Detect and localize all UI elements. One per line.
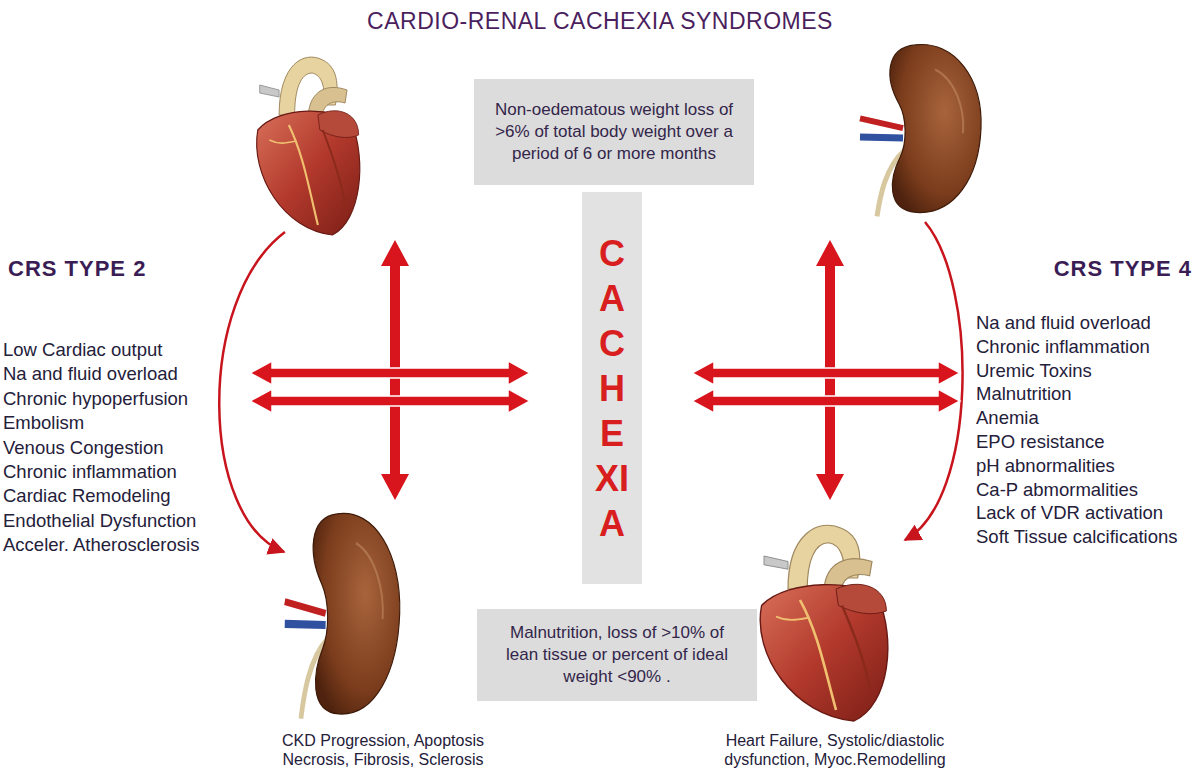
list-item: Acceler. Atherosclerosis <box>3 534 199 556</box>
list-item: Chronic inflammation <box>3 461 177 483</box>
list-item: Cardiac Remodeling <box>3 485 171 507</box>
list-item: Na and fluid overload <box>3 363 178 385</box>
kidney-illustration <box>285 513 400 718</box>
organ-caption: Heart Failure, Systolic/diastolic dysfun… <box>700 731 970 769</box>
horizontal-double-arrow <box>692 389 960 413</box>
list-item: Chronic hypoperfusion <box>3 388 188 410</box>
curved-arrow <box>905 222 963 540</box>
list-item: EPO resistance <box>976 431 1105 453</box>
list-item: Embolism <box>3 412 84 434</box>
list-item: Soft Tissue calcifications <box>976 526 1178 548</box>
horizontal-double-arrow <box>692 361 960 385</box>
node-text: Non-oedematous weight loss of >6% of tot… <box>492 99 736 165</box>
node-text: Malnutrition, loss of >10% of lean tissu… <box>495 622 739 688</box>
list-item: Low Cardiac output <box>3 339 162 361</box>
vertical-title-box: CACHEXIA <box>582 192 642 584</box>
type-heading: CRS TYPE 4 <box>1054 256 1192 282</box>
heart-illustration <box>257 57 360 235</box>
list-item: Malnutrition <box>976 383 1072 405</box>
horizontal-double-arrow <box>250 389 530 413</box>
heart-illustration <box>760 525 888 721</box>
organ-caption: CKD Progression, Apoptosis Necrosis, Fib… <box>258 731 508 769</box>
list-item: Lack of VDR activation <box>976 502 1163 524</box>
node-text: CACHEXIA <box>594 231 630 546</box>
definition-box: Non-oedematous weight loss of >6% of tot… <box>474 79 754 185</box>
list-item: Venous Congestion <box>3 437 163 459</box>
definition-box: Malnutrition, loss of >10% of lean tissu… <box>477 609 757 701</box>
list-item: Na and fluid overload <box>976 312 1151 334</box>
type-heading: CRS TYPE 2 <box>8 256 146 282</box>
diagram-title: CARDIO-RENAL CACHEXIA SYNDROMES <box>0 8 1200 35</box>
list-item: pH abnormalities <box>976 455 1115 477</box>
curved-arrow <box>219 232 285 552</box>
kidney-illustration <box>860 44 981 216</box>
list-item: Uremic Toxins <box>976 360 1092 382</box>
horizontal-double-arrow <box>250 361 530 385</box>
list-item: Chronic inflammation <box>976 336 1150 358</box>
list-item: Endothelial Dysfunction <box>3 510 196 532</box>
list-item: Anemia <box>976 407 1039 429</box>
list-item: Ca-P abmormalities <box>976 479 1138 501</box>
